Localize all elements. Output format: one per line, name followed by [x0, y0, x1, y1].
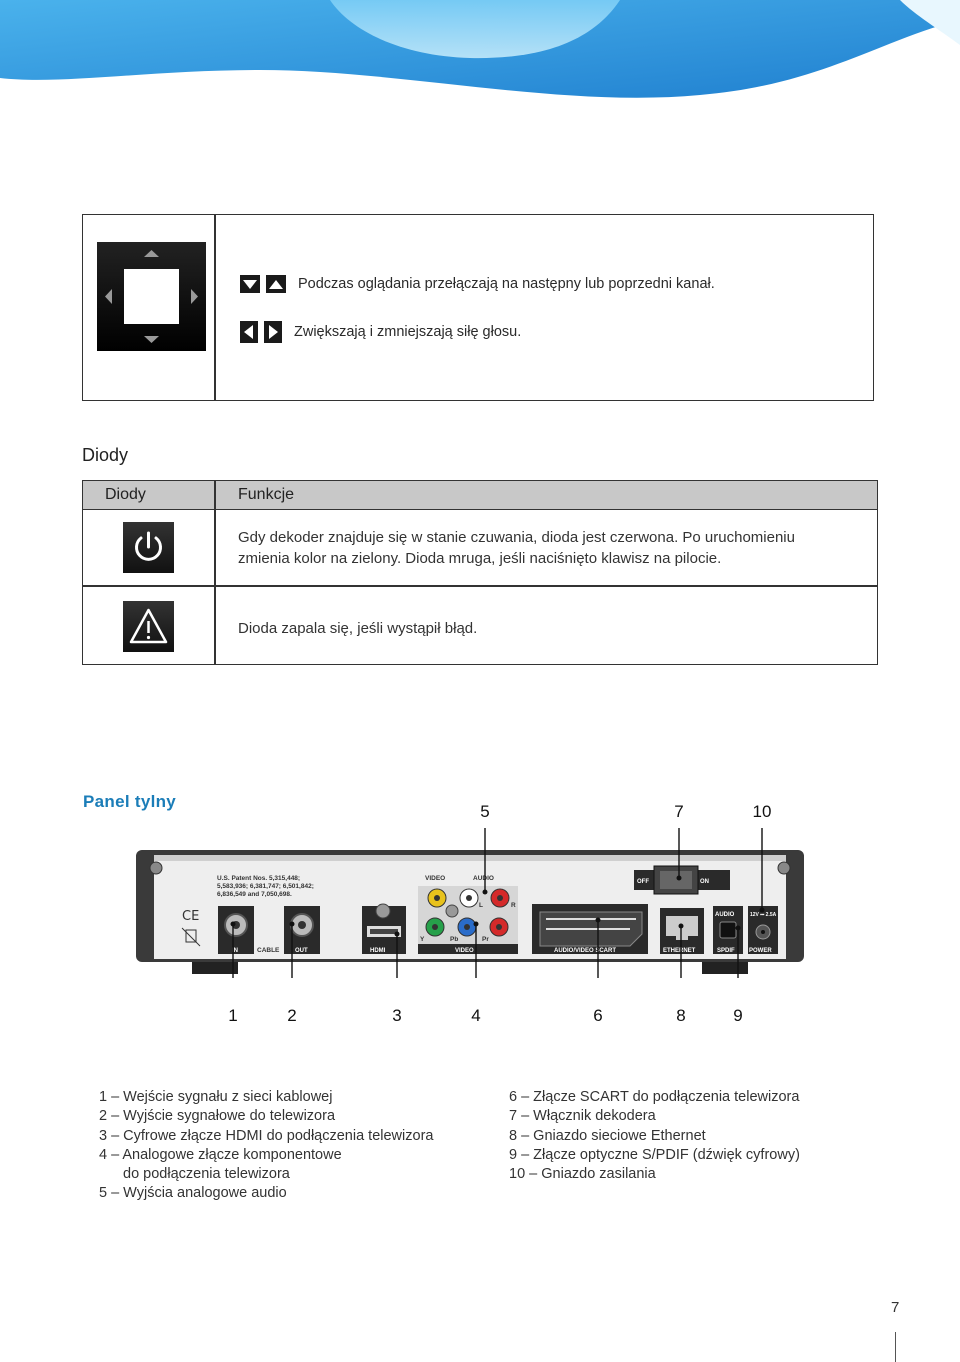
callout-5: 5 — [480, 802, 490, 821]
callout-2: 2 — [287, 1006, 297, 1025]
navigation-keys-box: Podczas oglądania przełączają na następn… — [82, 214, 874, 401]
legend-item: 8 – Gniazdo sieciowe Ethernet — [509, 1127, 706, 1144]
svg-text:AUDIO/VIDEO SCART: AUDIO/VIDEO SCART — [554, 948, 616, 954]
arrow-down-key-icon — [240, 275, 260, 293]
warning-icon — [123, 601, 174, 652]
svg-text:12V ⎓ 2.5A: 12V ⎓ 2.5A — [750, 912, 777, 918]
legend-item: 5 – Wyjścia analogowe audio — [99, 1185, 287, 1202]
channel-keys-description: Podczas oglądania przełączają na następn… — [298, 276, 715, 292]
callout-10: 10 — [752, 802, 772, 821]
svg-text:IN: IN — [232, 948, 238, 954]
section-title-diody: Diody — [82, 445, 129, 465]
legend-item: 1 – Wejście sygnału z sieci kablowej — [99, 1089, 333, 1105]
callout-7: 7 — [674, 802, 684, 821]
header-diody: Diody — [105, 486, 146, 503]
callout-4: 4 — [471, 1006, 481, 1025]
svg-text:CABLE: CABLE — [257, 947, 280, 954]
legend-item: 10 – Gniazdo zasilania — [509, 1166, 656, 1183]
svg-text:HDMI: HDMI — [370, 948, 386, 954]
page-number-rule — [895, 1332, 896, 1362]
legend-item: 3 – Cyfrowe złącze HDMI do podłączenia t… — [99, 1127, 434, 1144]
svg-text:ETHERNET: ETHERNET — [663, 948, 696, 954]
legend-item: 2 – Wyjście sygnałowe do telewizora — [99, 1108, 336, 1125]
arrow-up-key-icon — [266, 275, 286, 293]
legend-item: do podłączenia telewizora — [123, 1166, 290, 1183]
led-power-description: Gdy dekoder znajduje się w stanie czuwan… — [238, 529, 795, 567]
svg-text:ON: ON — [700, 879, 709, 885]
header-funkcje: Funkcje — [238, 486, 295, 503]
arrow-right-key-icon — [264, 321, 282, 343]
svg-text:6,836,549 and 7,050,698.: 6,836,549 and 7,050,698. — [217, 891, 292, 898]
callout-3: 3 — [392, 1006, 402, 1025]
legend-left: 1 – Wejście sygnału z sieci kablowej 2 –… — [99, 1088, 433, 1204]
svg-text:R: R — [511, 902, 516, 909]
svg-text:AUDIO: AUDIO — [715, 912, 735, 918]
legend-item: 7 – Włącznik dekodera — [509, 1108, 656, 1125]
decoder-rear-panel-illustration: U.S. Patent Nos. 5,315,448; 5,583,936; 6… — [136, 828, 804, 978]
svg-text:SPDIF: SPDIF — [717, 948, 735, 954]
decorative-blue-banner — [0, 0, 960, 98]
led-table: Diody Funkcje Gdy dekoder znajduje się w… — [82, 480, 878, 665]
svg-text:CE: CE — [182, 909, 199, 924]
svg-text:VIDEO: VIDEO — [455, 948, 474, 954]
led-table-header: Diody Funkcje — [83, 481, 877, 510]
page-number: 7 — [891, 1299, 900, 1316]
svg-text:Pr: Pr — [482, 936, 489, 943]
svg-text:VIDEO: VIDEO — [425, 875, 445, 882]
legend-right: 6 – Złącze SCART do podłączenia telewizo… — [509, 1088, 800, 1184]
volume-keys-row: Zwiększają i zmniejszają siłę głosu. — [240, 321, 521, 343]
legend-item: 4 – Analogowe złącze komponentowe — [99, 1146, 342, 1163]
led-error-description: Dioda zapala się, jeśli wystąpił błąd. — [238, 620, 478, 637]
power-icon — [123, 522, 174, 573]
callout-1: 1 — [228, 1006, 238, 1025]
callout-8: 8 — [676, 1006, 686, 1025]
svg-text:AUDIO: AUDIO — [473, 875, 494, 882]
svg-text:U.S. Patent Nos. 5,315,448;: U.S. Patent Nos. 5,315,448; — [217, 875, 300, 882]
legend-item: 6 – Złącze SCART do podłączenia telewizo… — [509, 1089, 800, 1105]
svg-text:POWER: POWER — [749, 948, 772, 954]
legend-item: 9 – Złącze optyczne S/PDIF (dźwięk cyfro… — [509, 1146, 800, 1163]
callout-6: 6 — [593, 1006, 603, 1025]
volume-keys-description: Zwiększają i zmniejszają siłę głosu. — [294, 324, 522, 340]
channel-keys-row: Podczas oglądania przełączają na następn… — [240, 275, 715, 293]
callout-9: 9 — [733, 1006, 743, 1025]
svg-text:OUT: OUT — [295, 948, 308, 954]
panel-tylny-title: Panel tylny — [83, 792, 177, 811]
svg-text:5,583,936; 6,381,747; 6,501,84: 5,583,936; 6,381,747; 6,501,842; — [217, 883, 314, 890]
svg-text:OFF: OFF — [637, 879, 649, 885]
svg-text:L: L — [479, 902, 483, 909]
svg-text:Pb: Pb — [450, 936, 458, 943]
navigation-pad-icon — [97, 242, 206, 351]
arrow-left-key-icon — [240, 321, 258, 343]
svg-text:Y: Y — [420, 936, 425, 943]
